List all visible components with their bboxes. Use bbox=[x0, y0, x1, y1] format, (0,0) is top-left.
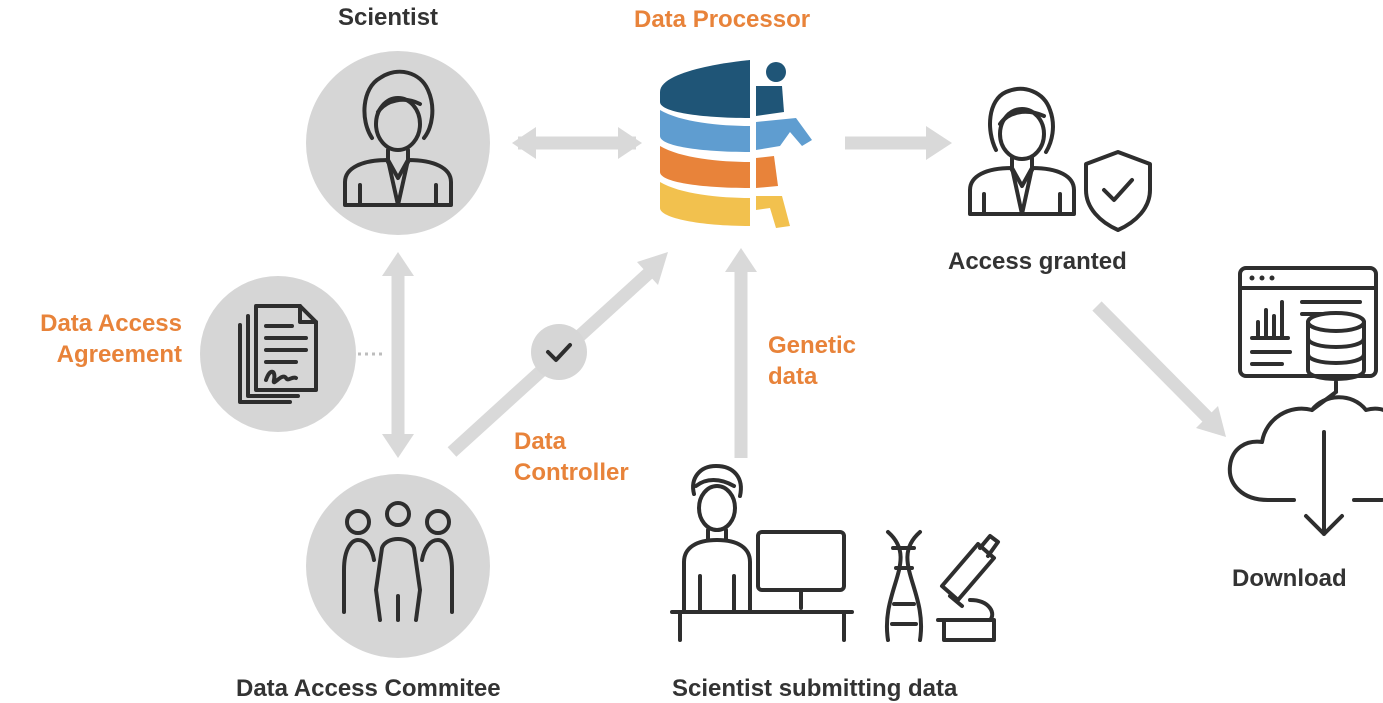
committee-icon bbox=[306, 474, 490, 658]
data-access-agreement-label: Data Access Agreement bbox=[12, 308, 182, 370]
database-icon bbox=[1306, 311, 1366, 381]
shield-check-icon bbox=[1084, 150, 1152, 232]
access-person-icon bbox=[968, 86, 1076, 216]
checkmark-icon bbox=[531, 324, 587, 380]
data-controller-line1: Data bbox=[514, 428, 567, 455]
arrow-scientist-committee bbox=[382, 252, 414, 458]
data-access-committee-label: Data Access Commitee bbox=[236, 675, 501, 702]
microscope-icon bbox=[936, 534, 1000, 642]
cloud-download-icon bbox=[1227, 380, 1383, 536]
data-controller-line2: Controller bbox=[514, 459, 629, 486]
scientist-icon bbox=[306, 51, 490, 235]
arrow-genetic-processor bbox=[725, 248, 757, 458]
genetic-data-line2: data bbox=[768, 363, 818, 390]
arrow-processor-access bbox=[845, 126, 952, 160]
data-processor-label: Data Processor bbox=[634, 6, 811, 33]
data-access-agreement-line2: Agreement bbox=[56, 341, 182, 368]
data-controller-label: Data Controller bbox=[514, 426, 629, 488]
access-granted-label: Access granted bbox=[948, 248, 1127, 275]
database-person-icon bbox=[660, 60, 812, 228]
document-stack-icon bbox=[200, 276, 356, 432]
data-access-agreement-line1: Data Access bbox=[40, 310, 182, 337]
scientist-label: Scientist bbox=[338, 4, 439, 31]
genetic-data-label: Genetic data bbox=[768, 330, 856, 392]
scientist-submitting-label: Scientist submitting data bbox=[672, 675, 958, 702]
computer-desk-icon bbox=[670, 464, 854, 642]
arrow-scientist-processor bbox=[512, 127, 642, 159]
dashboard-icon bbox=[1238, 266, 1378, 378]
arrow-access-download bbox=[1092, 301, 1226, 437]
download-label: Download bbox=[1232, 565, 1347, 592]
dna-icon bbox=[884, 530, 924, 642]
genetic-data-line1: Genetic bbox=[768, 332, 857, 359]
